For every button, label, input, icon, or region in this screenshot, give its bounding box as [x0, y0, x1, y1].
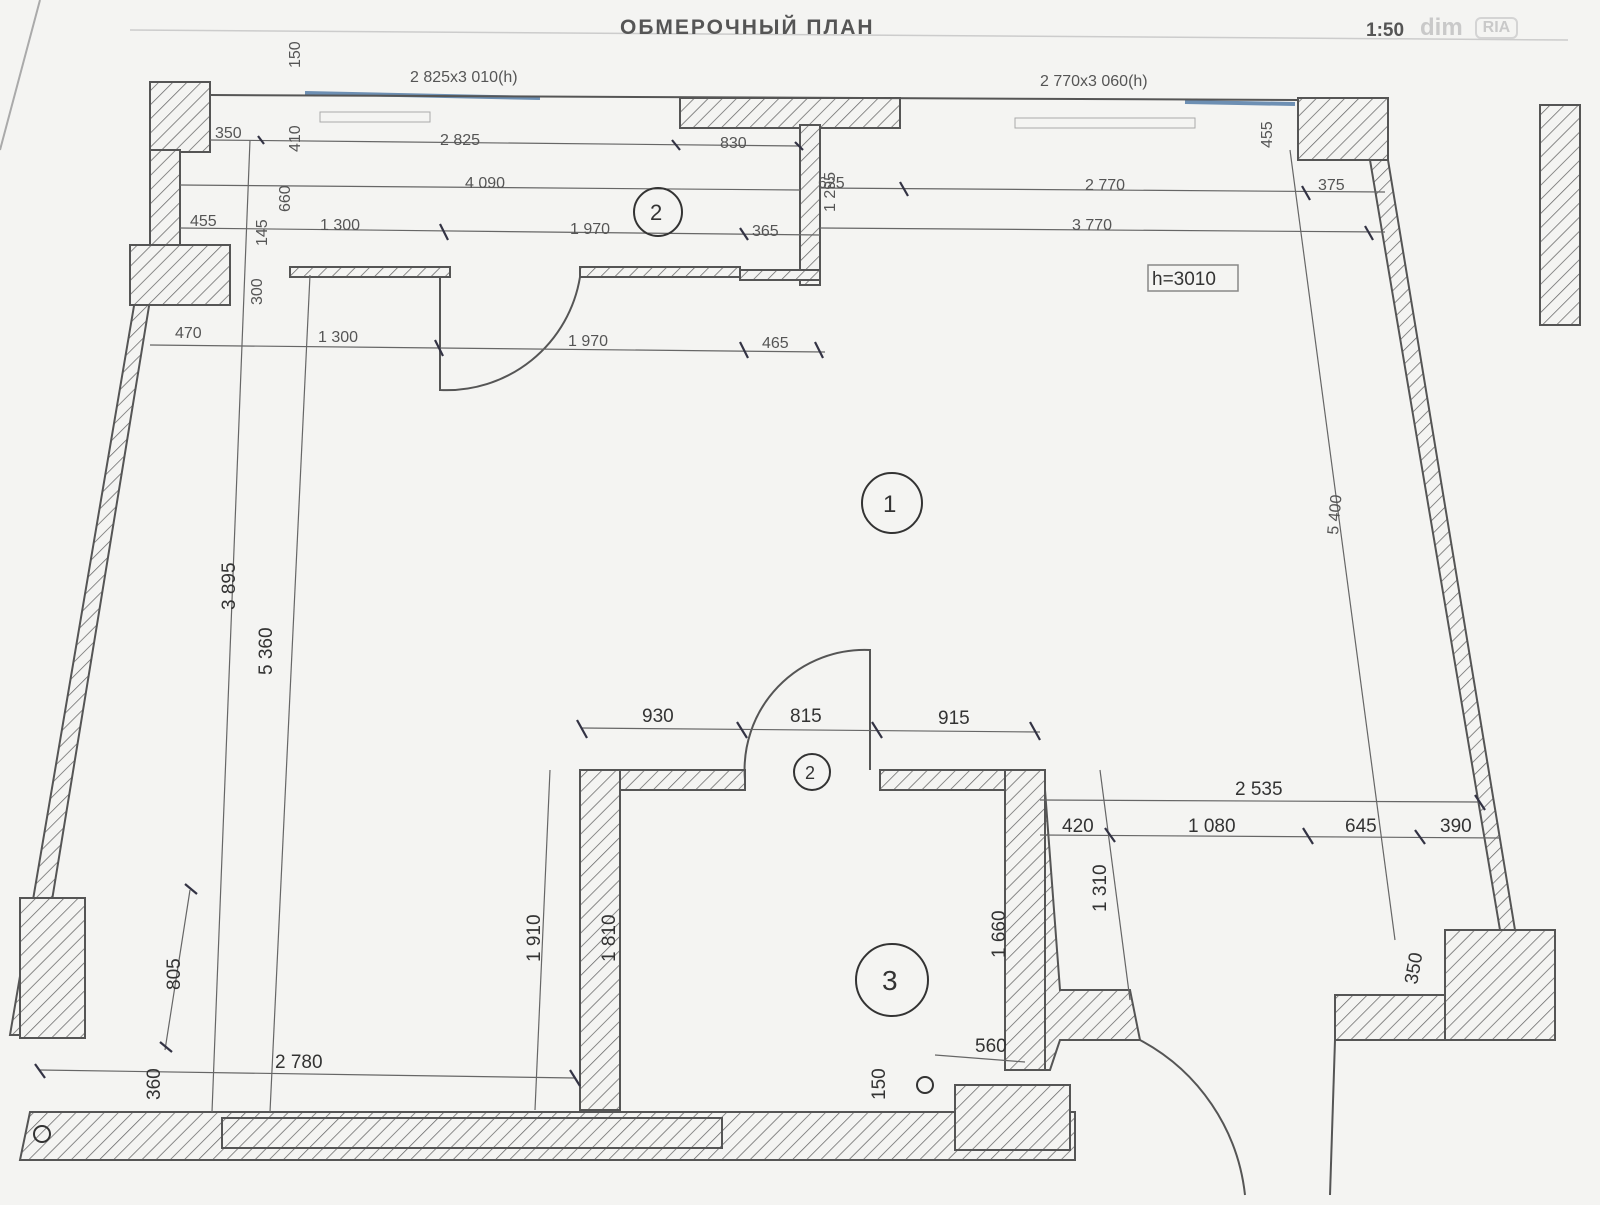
dim-label: 815: [790, 706, 822, 727]
dim-label: 420: [1062, 816, 1094, 837]
dim-label: 560: [975, 1036, 1007, 1057]
watermark-logo-icon: RIA: [1474, 17, 1519, 39]
dim-label: 1 080: [1188, 816, 1236, 837]
dim-label: 300: [249, 278, 266, 305]
dim-label: 390: [1440, 816, 1472, 837]
dim-label: 350: [1401, 951, 1427, 986]
windows: [209, 91, 1299, 129]
room-marker-2-entry: 2: [793, 753, 831, 791]
dim-label: 1 295: [822, 172, 839, 212]
dim-label: 5 400: [1325, 494, 1345, 535]
dim-label: 3 770: [1072, 217, 1112, 234]
exterior-walls: [8, 81, 1581, 1161]
window-left-size: 2 825x3 010(h): [410, 69, 518, 86]
svg-text:1: 1: [883, 491, 896, 518]
room-marker-2-loggia: 2: [633, 187, 683, 237]
dim-label: 455: [1259, 121, 1276, 148]
watermark: dim RIA: [1420, 14, 1519, 42]
dim-label: 360: [144, 1068, 165, 1100]
room-marker-1-main: 1: [861, 472, 923, 534]
doors: [439, 276, 1336, 1196]
interior-walls: [129, 124, 1446, 1111]
dim-label: 145: [254, 219, 271, 246]
dim-label: 1 310: [1090, 864, 1111, 912]
dim-label: 2 825: [440, 132, 480, 149]
room-marker-3-bath: 3: [855, 943, 929, 1017]
dim-label: 150: [869, 1068, 890, 1100]
dim-label: 625: [818, 175, 845, 192]
dim-label: 2 770: [1085, 177, 1125, 194]
dim-label: 375: [1318, 177, 1345, 194]
dim-label: 805: [164, 958, 185, 990]
dim-label: 3 895: [219, 562, 240, 610]
dim-label: 2 535: [1235, 779, 1283, 800]
dim-label: 915: [938, 708, 970, 729]
dim-label: 150: [287, 41, 304, 68]
dim-label: 5 360: [256, 627, 277, 675]
dim-label: 1 660: [989, 910, 1010, 958]
dim-label: 830: [720, 135, 747, 152]
dim-label: 470: [175, 325, 202, 342]
dim-label: 2 780: [275, 1052, 323, 1073]
window-right-size: 2 770x3 060(h): [1040, 73, 1148, 90]
svg-text:2: 2: [805, 763, 815, 783]
watermark-brand: dim: [1420, 14, 1463, 41]
dimension-lines: [33, 135, 1501, 1143]
dim-label: 365: [752, 223, 779, 240]
dim-label: 455: [190, 213, 217, 230]
svg-text:3: 3: [882, 965, 898, 996]
dim-label: 930: [642, 706, 674, 727]
dim-label: 1 810: [599, 914, 620, 962]
dim-label: 645: [1345, 816, 1377, 837]
dim-label: 1 970: [568, 333, 608, 350]
plan-title: ОБМЕРОЧНЫЙ ПЛАН: [620, 16, 875, 39]
dim-label: 1 300: [320, 217, 360, 234]
dim-label: 410: [287, 125, 304, 152]
ceiling-height: h=3010: [1152, 269, 1216, 290]
dim-label: 465: [762, 335, 789, 352]
dim-label: 660: [277, 185, 294, 212]
svg-text:2: 2: [650, 200, 662, 225]
dim-label: 1 910: [524, 914, 545, 962]
dim-label: 4 090: [465, 175, 505, 192]
dim-label: 1 300: [318, 329, 358, 346]
dim-label: 1 970: [570, 221, 610, 238]
plan-scale: 1:50: [1366, 20, 1405, 41]
dim-label: 350: [215, 125, 242, 142]
